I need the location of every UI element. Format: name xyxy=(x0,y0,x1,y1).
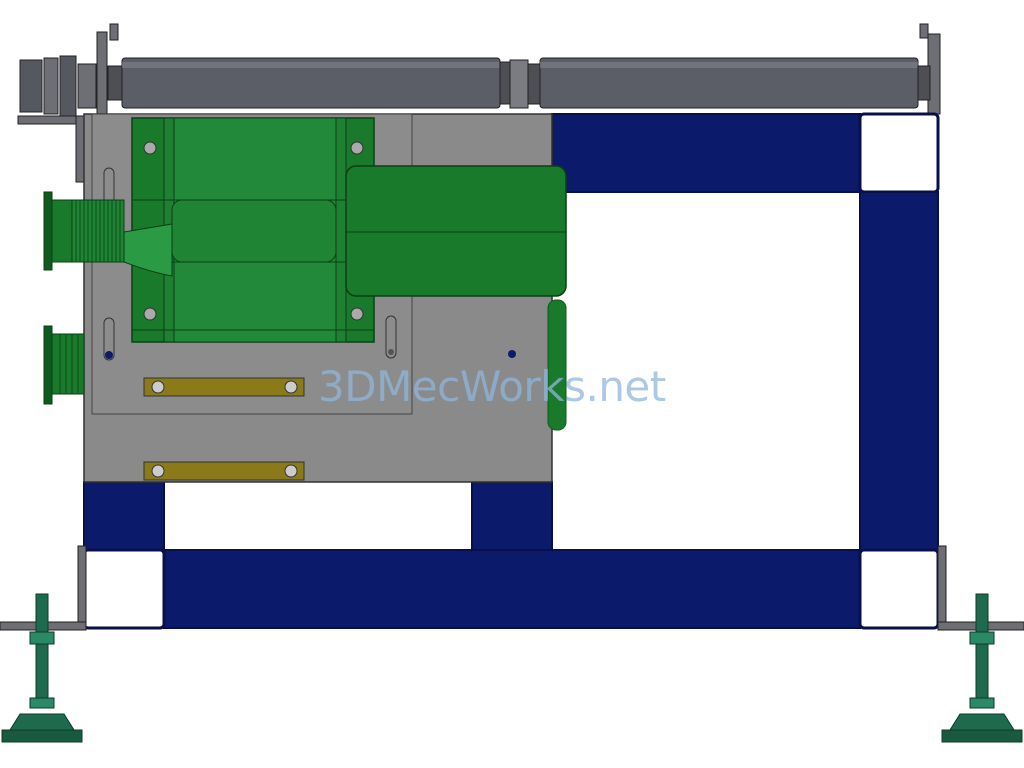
frame-left-post xyxy=(83,481,165,551)
frame-corner-bottom-right xyxy=(858,548,940,630)
frame-center-post xyxy=(471,481,553,551)
frame-top-beam xyxy=(551,113,861,193)
frame-corner-bottom-left xyxy=(82,548,166,630)
leveling-foot-right xyxy=(941,593,1023,743)
frame-corner-top-right xyxy=(858,112,940,194)
leveling-foot-left xyxy=(1,593,83,743)
roller-assembly xyxy=(17,23,941,183)
center-roller-bearing xyxy=(509,59,529,109)
blue-frame xyxy=(82,112,940,630)
bolt-icon xyxy=(151,380,165,394)
tension-bracket-upper xyxy=(143,377,305,397)
output-shaft xyxy=(123,223,173,277)
right-roller-hub xyxy=(917,65,931,101)
frame-right-post xyxy=(859,191,939,551)
bolt-icon xyxy=(151,464,165,478)
plate-hole xyxy=(508,350,516,358)
left-roller-bracket xyxy=(96,31,108,115)
bolt-icon xyxy=(143,307,157,321)
center-roller-hub xyxy=(499,61,511,105)
bolt-icon xyxy=(350,307,364,321)
left-bracket-tab xyxy=(109,23,119,41)
slot-lower-left xyxy=(103,317,115,361)
bolt-icon xyxy=(284,380,298,394)
gearmotor xyxy=(123,117,567,431)
drive-sprocket-icon xyxy=(19,55,97,117)
slot-lower-right xyxy=(385,315,397,359)
right-bracket-tab xyxy=(919,23,929,39)
frame-bottom-beam xyxy=(163,549,861,629)
motor-rear-cap xyxy=(547,299,567,431)
left-roller-hub xyxy=(107,65,123,101)
bolt-icon xyxy=(350,141,364,155)
timing-pulley-lower xyxy=(43,325,85,405)
tension-bracket-lower xyxy=(143,461,305,481)
bolt-icon xyxy=(143,141,157,155)
gearbox-center-shaft xyxy=(171,199,337,263)
timing-pulley-upper xyxy=(43,191,125,271)
bolt-icon xyxy=(284,464,298,478)
motor-body xyxy=(345,165,567,297)
